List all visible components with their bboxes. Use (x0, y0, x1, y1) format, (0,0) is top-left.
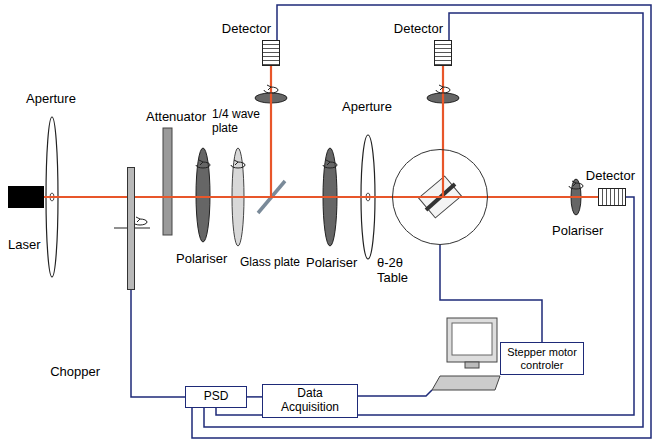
data-cable (358, 390, 432, 396)
part-label: Polariser (552, 224, 603, 239)
rotation-symbol (569, 181, 583, 189)
rotation-symbol (323, 160, 337, 168)
part-label: Attenuator (146, 110, 206, 125)
signal-wire (131, 290, 185, 397)
stand (465, 362, 479, 368)
computer (432, 318, 500, 390)
detector: Detector (434, 40, 452, 66)
node-label: Detector (222, 22, 271, 37)
node-label: Detector (394, 22, 443, 37)
rotation-symbol (196, 160, 210, 168)
node-label: Stepper motor controler (506, 346, 578, 371)
chopper: Chopper (127, 167, 135, 290)
node-label: Detector (586, 169, 635, 184)
screen (452, 323, 492, 355)
part-label: 1/4 wave plate (212, 108, 266, 136)
part-label: Aperture (26, 92, 76, 107)
monitor (447, 318, 497, 362)
detector: Detector (598, 188, 626, 206)
signal-wire (247, 396, 262, 398)
signal-wire (440, 245, 542, 342)
node-label: Chopper (50, 365, 100, 380)
rotation-table: θ-2θ Table (392, 149, 488, 245)
signal-wire (192, 5, 651, 438)
signal-wire (204, 13, 643, 427)
acquisition-box: Data Acquisition (262, 384, 358, 418)
rotation-symbol (264, 85, 278, 93)
controller-box: Stepper motor controler (500, 342, 584, 375)
rotation-symbol (436, 85, 450, 93)
rotation-symbol (133, 217, 147, 225)
node-label: θ-2θ Table (377, 256, 421, 286)
node-label: Laser (8, 238, 41, 253)
part-label: Glass plate (240, 256, 300, 270)
node-label: PSD (190, 390, 242, 404)
part-label: Aperture (342, 100, 392, 115)
keyboard (432, 376, 500, 390)
psd-box: PSD (185, 386, 247, 408)
polariser-disc (196, 148, 210, 242)
rotation-symbol (231, 160, 245, 168)
laser: Laser (8, 186, 44, 208)
signal-wire (216, 197, 634, 415)
part-label: Polariser (176, 252, 227, 267)
node-label: Data Acquisition (275, 387, 345, 415)
attenuator-plate (163, 128, 172, 235)
detector: Detector (262, 40, 280, 66)
part-label: Polariser (306, 256, 357, 271)
